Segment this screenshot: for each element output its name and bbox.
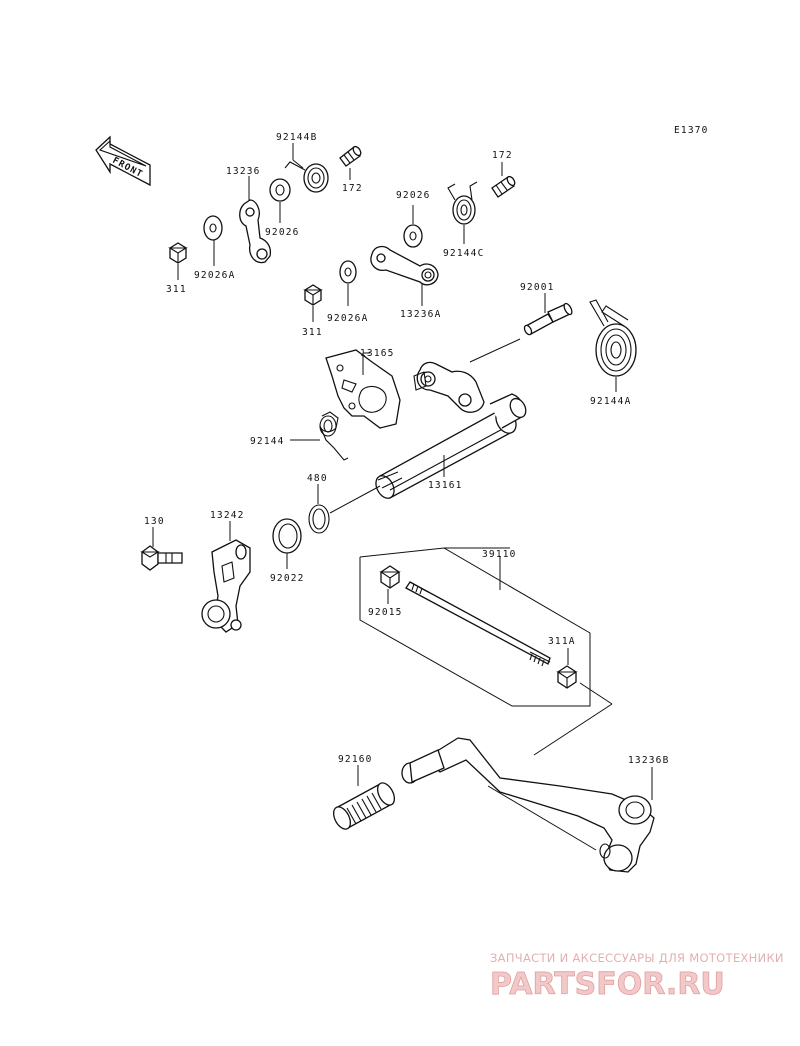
label-92144B: 92144B [276,132,318,143]
label-92001: 92001 [520,282,555,293]
washer-92022 [272,518,302,554]
label-92015: 92015 [368,607,403,618]
spring-92144C [447,181,478,225]
label-311a: 311 [166,284,187,295]
label-13236B: 13236B [628,755,670,766]
watermark-tagline: ЗАПЧАСТИ И АКСЕССУАРЫ ДЛЯ МОТОТЕХНИКИ [490,951,784,965]
spring-92144 [319,411,349,461]
label-13236A: 13236A [400,309,442,320]
label-92026A-a: 92026A [194,270,236,281]
label-13161: 13161 [428,480,463,491]
label-92026a: 92026 [265,227,300,238]
bolt-130 [140,545,183,571]
label-130: 130 [144,516,165,527]
tie-rod [405,581,551,667]
label-92144A: 92144A [590,396,632,407]
diagram-code: E1370 [674,125,709,136]
spring-92144A [589,299,637,377]
label-172a: 172 [342,183,363,194]
label-13242: 13242 [210,510,245,521]
nut-92015 [379,565,401,589]
bracket-39110 [359,547,591,707]
nut-311b [303,284,323,306]
washer-92026a [269,178,291,202]
washer-92026b [403,224,423,248]
label-480: 480 [307,473,328,484]
label-13165: 13165 [360,348,395,359]
pin-172b [491,175,516,198]
label-92144: 92144 [250,436,285,447]
pedal-rubber-92160 [332,782,396,830]
label-311A: 311A [548,636,576,647]
front-arrow-icon: FRONT [95,135,151,187]
label-92022: 92022 [270,573,305,584]
circlip-480 [308,504,330,534]
lever-13236 [239,199,272,264]
pin-172a [339,145,362,167]
pedal-13236B [401,737,655,873]
label-92160: 92160 [338,754,373,765]
label-172b: 172 [492,150,513,161]
arm-13242 [201,539,251,633]
watermark-brand: PARTSFOR.RU [490,967,725,1002]
label-13236: 13236 [226,166,261,177]
spring-92144B [284,161,329,193]
label-39110: 39110 [482,549,517,560]
washer-92026A-a [203,215,223,241]
lever-13236A [370,245,439,286]
label-92026A-b: 92026A [327,313,369,324]
label-92144C: 92144C [443,248,485,259]
washer-92026A-b [339,260,357,284]
label-92026b: 92026 [396,190,431,201]
plate-13165 [325,349,401,429]
bolt-92001 [523,302,573,336]
label-311b: 311 [302,327,323,338]
nut-311A [556,665,578,689]
nut-311a [168,242,188,264]
shaft-13161 [375,338,527,499]
